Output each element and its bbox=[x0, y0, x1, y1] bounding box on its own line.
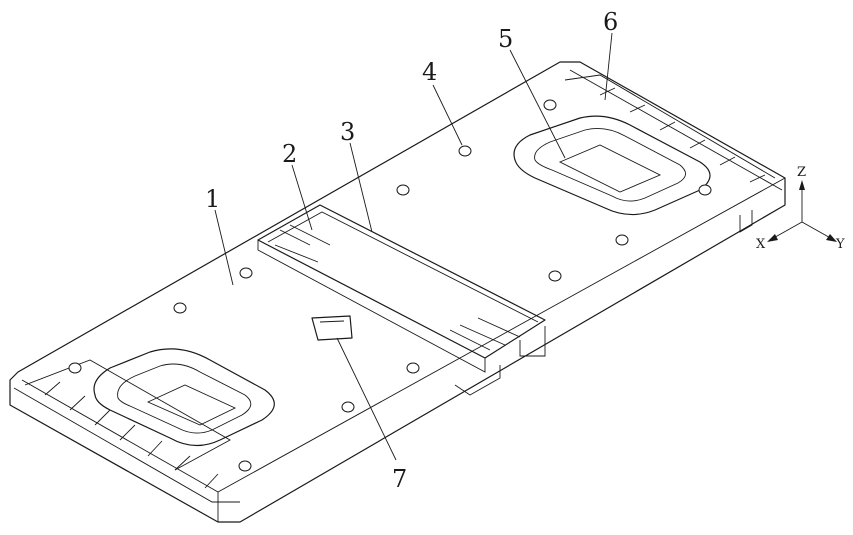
label-part-2: 2 bbox=[282, 140, 297, 168]
label-part-4: 4 bbox=[422, 58, 437, 86]
coordinate-axes: Z X Y bbox=[756, 165, 845, 252]
right-rib-compartments bbox=[565, 70, 782, 190]
left-pocket bbox=[94, 349, 274, 446]
label-part-6: 6 bbox=[603, 8, 618, 36]
label-part-3: 3 bbox=[340, 118, 355, 146]
clip-part bbox=[312, 316, 352, 340]
axis-label-x: X bbox=[756, 237, 766, 252]
plate-body bbox=[10, 62, 785, 522]
label-part-7: 7 bbox=[392, 465, 407, 493]
axis-label-y: Y bbox=[835, 237, 845, 252]
bosses bbox=[69, 100, 711, 471]
left-rib-compartments bbox=[25, 360, 230, 488]
leader-lines bbox=[215, 33, 612, 460]
label-part-5: 5 bbox=[498, 25, 513, 53]
right-pocket bbox=[514, 116, 710, 214]
central-channel bbox=[258, 205, 545, 372]
axis-label-z: Z bbox=[797, 165, 806, 180]
label-part-1: 1 bbox=[205, 185, 220, 213]
